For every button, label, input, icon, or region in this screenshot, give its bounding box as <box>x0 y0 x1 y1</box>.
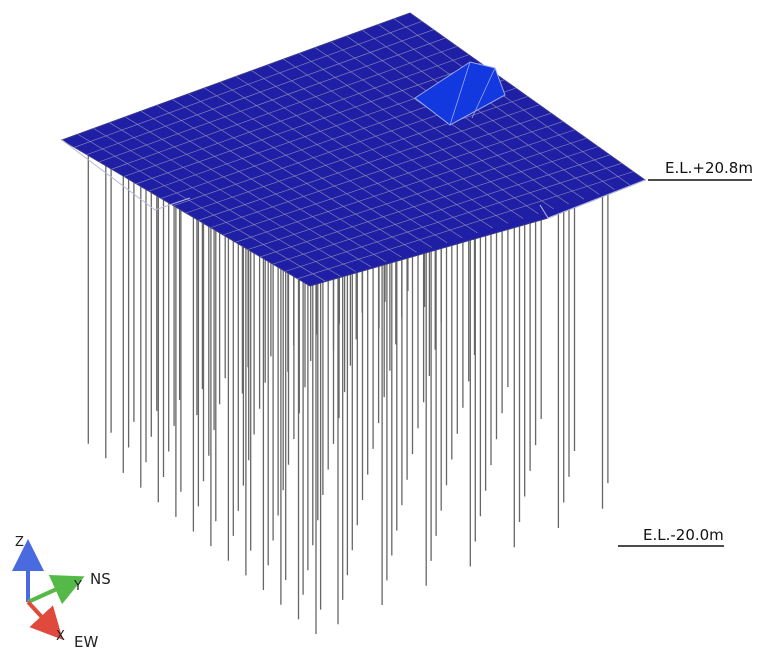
ns-direction-label: NS <box>90 570 111 588</box>
elevation-top: E.L.+20.8m <box>648 159 753 181</box>
elevation-top-label: E.L.+20.8m <box>665 159 753 177</box>
y-axis-label: Y <box>73 579 82 594</box>
mesh-line <box>260 146 599 258</box>
mesh-line <box>123 54 469 177</box>
mesh-line <box>297 171 634 279</box>
mesh-line <box>247 137 587 250</box>
mesh-line <box>198 104 540 221</box>
mesh-line <box>285 163 622 272</box>
mesh-line <box>111 46 458 170</box>
ew-direction-label: EW <box>74 633 98 651</box>
mesh-line <box>235 129 575 243</box>
elevation-bottom: E.L.-20.0m <box>618 526 724 547</box>
foundation-slab <box>60 12 647 287</box>
y-axis-icon <box>27 575 85 605</box>
slab-step-left <box>61 139 191 211</box>
slab-step-right <box>539 179 646 219</box>
mesh-line <box>223 121 563 236</box>
mesh-line <box>99 37 446 163</box>
axis-triad: Z Y X NS EW <box>12 535 111 651</box>
slab-mesh <box>74 18 634 282</box>
elevation-bottom-label: E.L.-20.0m <box>643 526 724 544</box>
mesh-line <box>185 96 528 214</box>
z-axis-label: Z <box>15 535 24 550</box>
x-axis-icon <box>26 600 63 640</box>
mesh-line <box>136 62 481 185</box>
mesh-line <box>74 21 422 148</box>
mesh-line <box>86 29 434 155</box>
x-axis-label: X <box>56 629 65 644</box>
mesh-line <box>272 154 610 265</box>
mesh-line <box>210 112 552 228</box>
